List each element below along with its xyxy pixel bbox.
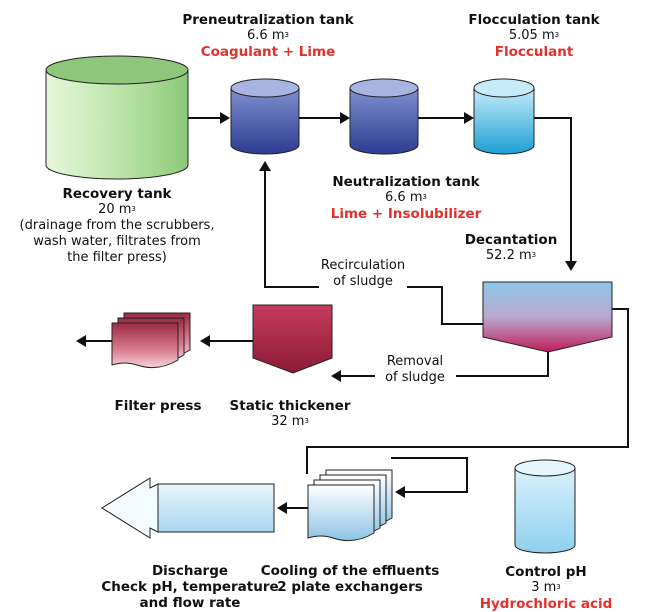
neutralization-tank-icon	[349, 78, 419, 155]
control-ph-title: Control pH	[505, 564, 587, 580]
flocculation-tank-icon	[473, 78, 535, 155]
arrow-head	[565, 261, 577, 271]
decantation-title: Decantation	[464, 232, 558, 248]
flow-lines	[85, 117, 629, 509]
preneutralization-reagent: Coagulant + Lime	[200, 44, 336, 60]
recovery-label: Recovery tank 20 m3 (drainage from the s…	[20, 186, 215, 266]
arrow-head	[220, 112, 230, 124]
arrow-head	[200, 335, 210, 347]
control-ph-tank-icon	[514, 459, 576, 554]
flocculation-reagent: Flocculant	[494, 44, 574, 60]
removal-line-2: of sludge	[385, 370, 445, 385]
arrow-head	[395, 486, 405, 498]
decantation-volume: 52.2 m3	[485, 248, 537, 263]
recirculation-line-2: of sludge	[333, 274, 393, 289]
arrow-head	[277, 502, 287, 514]
preneutralization-title: Preneutralization tank	[182, 12, 354, 28]
flocculation-volume: 5.05 m3	[508, 28, 560, 43]
cooling-line-2: 2 plate exchangers	[277, 579, 423, 595]
thickener-label: Static thickener 32 m3	[230, 398, 351, 430]
discharge-line-1: Discharge	[151, 563, 229, 579]
thickener-title: Static thickener	[229, 398, 351, 414]
control-ph-reagent: Hydrochloric acid	[479, 596, 613, 612]
discharge-line-3: and flow rate	[139, 595, 241, 611]
thickener-volume: 32 m3	[271, 414, 309, 429]
removal-line-1: Removal	[386, 354, 444, 369]
plate-exchangers-icon	[307, 469, 393, 542]
discharge-line-2: Check pH, temperature	[101, 579, 279, 595]
filter-press-icon	[111, 312, 191, 369]
arrow-head	[340, 112, 350, 124]
preneutralization-volume: 6.6 m3	[247, 28, 289, 43]
removal-label: Removal of sludge	[385, 354, 445, 386]
decantation-label: Decantation 52.2 m3	[465, 232, 558, 264]
arrow-head	[76, 335, 86, 347]
filter-press-label: Filter press	[115, 398, 202, 414]
control-ph-volume: 3 m3	[531, 580, 561, 595]
static-thickener-icon	[252, 304, 333, 374]
arrow-head	[259, 161, 271, 171]
recovery-volume: 20 m3	[98, 202, 136, 217]
recovery-desc-2: wash water, filtrates from	[33, 234, 201, 249]
recovery-desc-1: (drainage from the scrubbers,	[19, 218, 215, 233]
recovery-title: Recovery tank	[62, 186, 172, 202]
preneutralization-label: Preneutralization tank 6.6 m3 Coagulant …	[182, 12, 353, 60]
recirculation-line-1: Recirculation	[320, 258, 406, 273]
decantation-tank-icon	[482, 281, 613, 353]
filter-press-title: Filter press	[114, 398, 202, 414]
cooling-line-1: Cooling of the effluents	[260, 563, 440, 579]
discharge-pipe-icon	[101, 477, 275, 539]
preneutralization-tank-icon	[230, 78, 300, 155]
recirculation-label: Recirculation of sludge	[321, 258, 405, 290]
arrow-head	[331, 370, 341, 382]
neutralization-reagent: Lime + Insolubilizer	[330, 206, 482, 222]
control-ph-label: Control pH 3 m3 Hydrochloric acid	[480, 564, 613, 612]
flocculation-title: Flocculation tank	[468, 12, 600, 28]
neutralization-volume: 6.6 m3	[385, 190, 427, 205]
recovery-desc-3: the filter press)	[67, 250, 167, 265]
cooling-label: Cooling of the effluents 2 plate exchang…	[261, 563, 440, 595]
neutralization-title: Neutralization tank	[332, 174, 480, 190]
discharge-label: Discharge Check pH, temperature and flow…	[101, 563, 278, 611]
arrow-head	[464, 112, 474, 124]
neutralization-label: Neutralization tank 6.6 m3 Lime + Insolu…	[331, 174, 482, 222]
recovery-tank-icon	[45, 55, 189, 180]
flocculation-label: Flocculation tank 5.05 m3 Flocculant	[468, 12, 599, 60]
flow-arrowheads	[76, 112, 577, 514]
